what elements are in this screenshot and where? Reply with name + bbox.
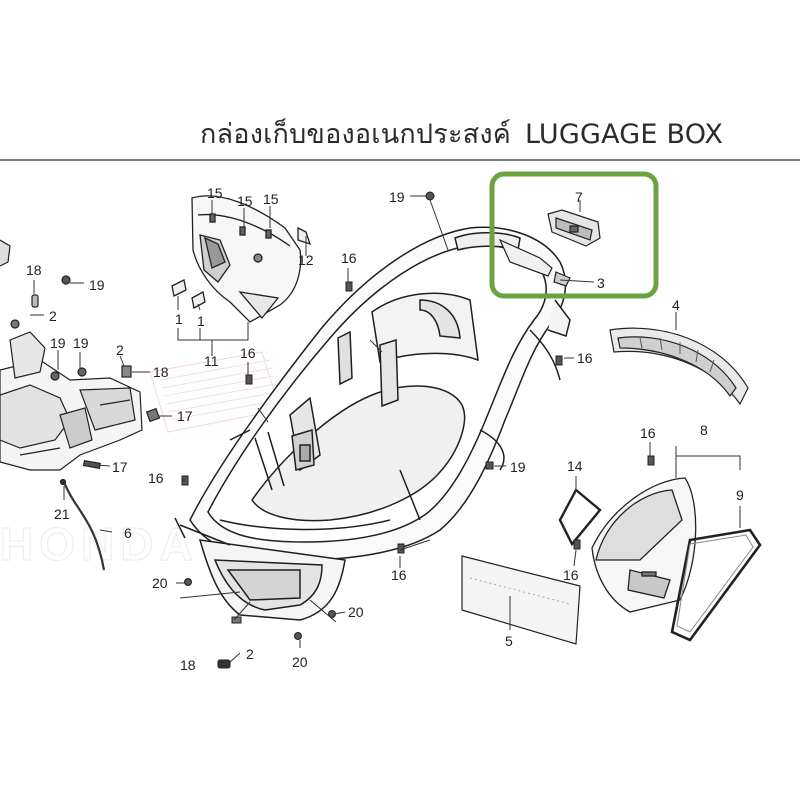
callout-17: 17: [112, 459, 128, 475]
part-9-seal: [670, 528, 762, 642]
callout-19: 19: [73, 335, 89, 351]
callout-20: 20: [348, 604, 364, 620]
luggage-box-main: [174, 226, 571, 621]
part-5-dots: [469, 577, 571, 605]
callout-3: 3: [597, 275, 605, 291]
callout-9: 9: [736, 487, 744, 503]
callout-16: 16: [240, 345, 256, 361]
callout-1: 1: [175, 311, 183, 327]
fasteners: [181, 191, 655, 669]
callout-5: 5: [505, 633, 513, 649]
callout-2: 2: [116, 342, 124, 358]
callout-16: 16: [391, 567, 407, 583]
callout-19: 19: [50, 335, 66, 351]
callout-14: 14: [567, 458, 583, 474]
callout-11: 11: [204, 353, 219, 369]
front-pocket-lid: [171, 195, 312, 323]
callout-16: 16: [341, 250, 357, 266]
part-5-panel: [461, 555, 581, 645]
callout-20: 20: [292, 654, 308, 670]
callout-4: 4: [672, 297, 680, 313]
watermark-text: HONDA: [0, 518, 199, 570]
callout-2: 2: [49, 308, 57, 324]
callout-21: 21: [54, 506, 70, 522]
callout-15: 15: [207, 185, 223, 201]
part-9-seal-inner: [676, 534, 754, 633]
callout-16: 16: [563, 567, 579, 583]
callout-16: 16: [148, 470, 164, 486]
highlight-box: [489, 171, 659, 299]
callout-19: 19: [510, 459, 526, 475]
diagram-title: กล่องเก็บของอเนกประสงค์ LUGGAGE BOX: [200, 112, 780, 155]
title-thai: กล่องเก็บของอเนกประสงค์: [200, 119, 511, 150]
callout-18: 18: [26, 262, 42, 278]
callout-1: 1: [197, 313, 205, 329]
callout-18: 18: [180, 657, 196, 673]
leader-lines: [30, 195, 741, 663]
part-8-tray: [591, 477, 697, 613]
callout-7: 7: [575, 189, 583, 205]
callout-19: 19: [389, 189, 405, 205]
part-4-rail: [609, 327, 749, 406]
title-english: LUGGAGE BOX: [524, 119, 724, 150]
callout-2: 2: [246, 646, 254, 662]
part-3-latch: [498, 238, 571, 287]
frame-bracket-assembly: [0, 239, 161, 571]
callout-19: 19: [89, 277, 105, 293]
callout-15: 15: [237, 193, 253, 209]
callout-12: 12: [298, 252, 314, 268]
callout-17: 17: [177, 408, 193, 424]
callout-20: 20: [152, 575, 168, 591]
callout-8: 8: [700, 422, 708, 438]
callout-15: 15: [263, 191, 279, 207]
callout-18: 18: [153, 364, 169, 380]
callout-6: 6: [124, 525, 132, 541]
callout-16: 16: [577, 350, 593, 366]
callout-16: 16: [640, 425, 656, 441]
part-14-gasket: [558, 488, 602, 547]
part-7-bracket: [547, 209, 601, 247]
